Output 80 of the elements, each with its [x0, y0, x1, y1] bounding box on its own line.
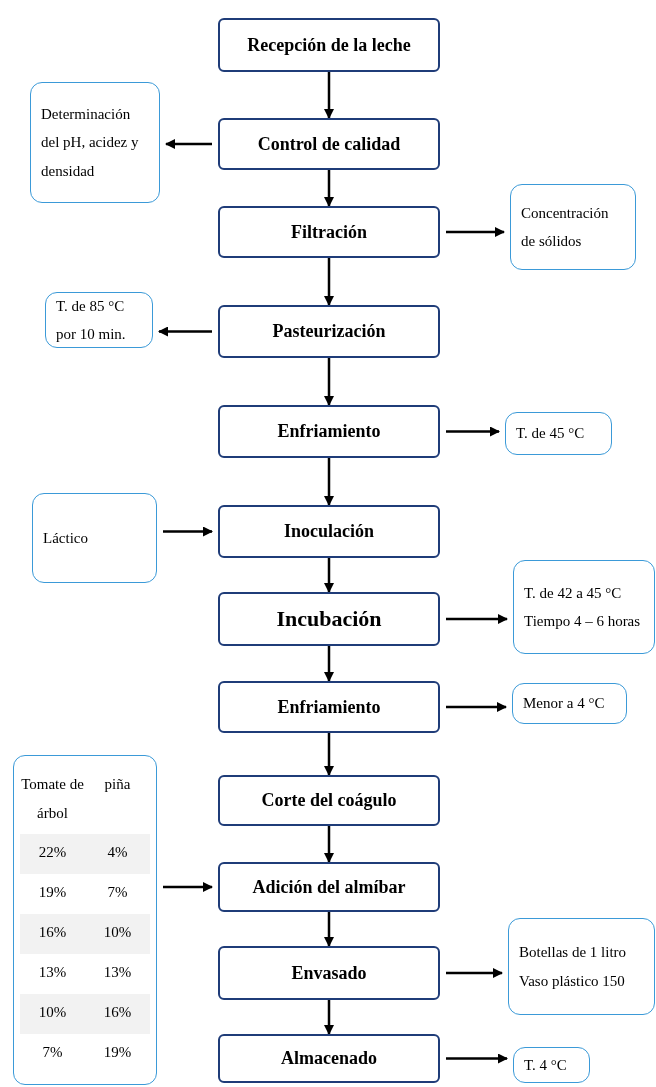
step-label: Incubación: [276, 606, 382, 632]
note-text: T. de 45 °C: [516, 424, 586, 444]
process-box: [218, 775, 440, 826]
arrow: [324, 258, 334, 306]
table-cell-text: 19%: [37, 883, 68, 903]
note-text: Menor a 4 °C: [523, 694, 606, 714]
step-label: Corte del coágulo: [261, 790, 397, 811]
table-cell-text: 7%: [106, 883, 129, 903]
arrow: [324, 733, 334, 776]
note-box: [45, 292, 153, 348]
process-box: [218, 862, 440, 912]
arrow: [158, 326, 212, 337]
table-cell-text: Tomate de árbol: [20, 775, 85, 823]
table-cell: 4%: [85, 834, 150, 875]
process-box: [218, 505, 440, 558]
arrow: [163, 882, 213, 892]
arrow: [446, 614, 508, 624]
arrow: [446, 1053, 508, 1064]
arrow: [163, 526, 213, 537]
step-label: Envasado: [291, 962, 367, 984]
process-box: [218, 118, 440, 170]
process-box: [218, 305, 440, 358]
table-cell-text: 7%: [41, 1043, 64, 1063]
step-label: Control de calidad: [257, 133, 401, 155]
note-text: Concentración de sólidos: [521, 203, 610, 251]
note-box: [508, 918, 655, 1015]
note-box: [513, 1047, 590, 1083]
process-box: [218, 592, 440, 646]
note-text: Botellas de 1 litro: [519, 943, 628, 962]
table-cell: 22%: [20, 834, 85, 875]
note-text: Vaso plástico 150: [519, 971, 626, 991]
table-box: [13, 755, 157, 1085]
table-cell-text: piña: [103, 775, 132, 794]
note-box: [510, 184, 636, 270]
process-box: [218, 946, 440, 1000]
arrow: [324, 458, 334, 506]
note-box: [30, 82, 160, 203]
arrow: [324, 1000, 334, 1035]
arrow: [324, 646, 334, 682]
step-label: Enfriamiento: [277, 421, 381, 442]
table-cell: 10%: [85, 914, 150, 955]
process-box: [218, 681, 440, 733]
note-text: T. de 42 a 45 °C: [524, 583, 623, 603]
note-box: [513, 560, 655, 654]
note-box: [32, 493, 157, 583]
note-box: [512, 683, 627, 724]
table-cell: 16%: [85, 994, 150, 1035]
process-box: [218, 1034, 440, 1083]
note-text: T. 4 °C: [524, 1055, 568, 1075]
note-text: Láctico: [43, 528, 89, 548]
note-box: [505, 412, 612, 455]
step-label: Filtración: [291, 221, 367, 243]
step-label: Recepción de la leche: [247, 34, 411, 56]
arrow: [324, 912, 334, 947]
arrow: [324, 358, 334, 406]
arrow: [324, 72, 334, 119]
table-cell-text: 19%: [102, 1043, 133, 1063]
process-box: [218, 18, 440, 72]
arrow: [446, 426, 500, 437]
step-label: Almacenado: [281, 1048, 377, 1069]
arrow: [324, 558, 334, 593]
step-label: Adición del almíbar: [252, 876, 406, 898]
arrow: [324, 826, 334, 863]
step-label: Enfriamiento: [277, 696, 381, 718]
step-label: Pasteurización: [272, 321, 386, 342]
step-label: Inoculación: [284, 521, 374, 542]
table-cell: 16%: [20, 914, 85, 955]
process-box: [218, 405, 440, 458]
table-cell-text: 13%: [37, 963, 68, 983]
process-box: [218, 206, 440, 258]
arrow: [446, 227, 505, 237]
table-cell: 10%: [20, 994, 85, 1035]
arrow: [165, 139, 212, 149]
arrow: [324, 170, 334, 207]
note-text: T. de 85 °C por 10 min.: [56, 296, 127, 344]
note-text: Tiempo 4 – 6 horas: [524, 612, 642, 631]
table-cell-text: 13%: [102, 963, 133, 983]
arrow: [446, 702, 507, 712]
arrow: [446, 968, 503, 978]
note-text: Determinación del pH, acidez y densidad: [41, 104, 140, 181]
